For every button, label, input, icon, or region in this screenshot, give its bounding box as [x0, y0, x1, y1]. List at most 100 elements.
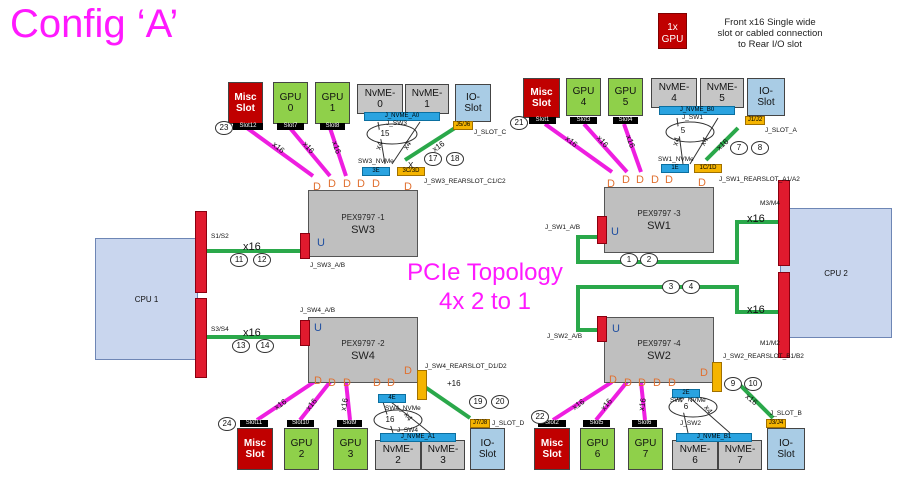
sw4-d-port: D	[343, 377, 351, 389]
label-j-slot-c: J_SLOT_C	[474, 129, 507, 136]
link-number: 3	[662, 280, 680, 294]
label-j-sw1-ab: J_SW1_A/B	[545, 224, 581, 231]
cpu2-box: CPU 2	[780, 208, 892, 338]
sw1-part: PEX9797 -3	[637, 209, 681, 218]
tag-1c1d: 1C/1D	[694, 164, 722, 173]
switch-sw3: PEX9797 -1 SW3	[308, 190, 418, 257]
sw1-u-port: U	[611, 226, 619, 238]
tag-j1j2: J1/J2	[745, 116, 765, 125]
sw3-d-port: D	[313, 181, 321, 193]
sw2-gpu6-link	[594, 380, 629, 422]
sw1-d-port: D	[651, 174, 659, 186]
sw2-io-link	[738, 383, 775, 420]
cpu1-box: CPU 1	[95, 238, 198, 360]
legend-description: Front x16 Single wide slot or cabled con…	[700, 17, 840, 50]
center-title-line2: 4x 2 to 1	[438, 288, 532, 315]
sw4-u-port: U	[314, 322, 322, 334]
sw4-gpu3-link	[344, 381, 352, 421]
label-s3s4: S3/S4	[211, 326, 229, 333]
label-sw1-nvme: SW1_NVMe	[658, 156, 694, 163]
legend-text-line2: slot or cabled connection	[717, 28, 823, 39]
sw2-upstream-connector	[597, 316, 607, 342]
sw2-gpu7-link	[639, 381, 647, 421]
label-sw4-nvme: SW4_NVMe	[385, 405, 421, 412]
sw4-name: SW4	[351, 350, 375, 362]
link-label-x16: x16	[747, 304, 765, 316]
link-number: 20	[491, 395, 509, 409]
sw3-d-port: D	[357, 178, 365, 190]
io-slot-a: IO- Slot	[747, 78, 785, 116]
sw1-name: SW1	[647, 220, 671, 232]
link-number: 5	[675, 125, 691, 137]
sw3-d-port: D	[372, 178, 380, 190]
tag-j-nvme-b0: J_NVME_B0	[659, 106, 735, 115]
link-label-x16: x16	[747, 213, 765, 225]
sw3-d-port: D	[404, 181, 412, 193]
switch-sw1: PEX9797 -3 SW1	[604, 187, 714, 253]
label-sw4-rearslot: J_SW4_REARSLOT_D1/D2	[425, 363, 507, 370]
tag-2e: 2E	[672, 389, 700, 398]
link-number: 18	[446, 152, 464, 166]
tag-j7j8: J7/J8	[470, 419, 490, 428]
nvme3-slot: NvME- 3	[421, 440, 465, 470]
label-j-sw4: J_SW4	[397, 427, 418, 434]
link-number: 16	[382, 414, 398, 426]
sw2-cpu2-link	[576, 285, 778, 332]
sw1-gpu4-link	[582, 122, 629, 174]
sw2-name: SW2	[647, 350, 671, 362]
gpu2-slot: GPU 2	[284, 428, 319, 470]
link-label-plus16: +16	[447, 379, 461, 388]
legend-box-line1: 1x	[667, 22, 678, 33]
link-number: 22	[531, 410, 549, 424]
sw4-upstream-connector	[300, 320, 310, 346]
center-title-line1: PCIe Topology	[407, 259, 563, 286]
tag-j-nvme-a1: J_NVME_A1	[380, 433, 456, 442]
tag-1e: 1E	[661, 164, 689, 173]
sw4-d-port: D	[373, 377, 381, 389]
sw2-part: PEX9797 -4	[637, 339, 681, 348]
sw1-gpu5-link	[622, 123, 643, 173]
label-j-slot-d: J_SLOT_D	[492, 420, 525, 427]
misc-slot-top-left: Misc Slot	[228, 82, 263, 124]
label-j-sw1: J_SW1	[682, 114, 703, 121]
sw1-nvme-group	[665, 121, 715, 143]
label-sw3-rearslot: J_SW3_REARSLOT_C1/C2	[424, 178, 506, 185]
tag-slot2: Slot2	[538, 420, 566, 427]
gpu3-slot: GPU 3	[333, 428, 368, 470]
label-j-sw3: J_SW3	[386, 120, 407, 127]
sw3-u-port: U	[317, 237, 325, 249]
link-number: 6	[678, 401, 694, 413]
sw1-nvme5-link	[689, 117, 719, 165]
link-number: 17	[424, 152, 442, 166]
sw3-upstream-connector	[300, 233, 310, 259]
sw1-io-link	[704, 126, 740, 162]
tag-j5j6: J5/J6	[453, 121, 473, 130]
gpu1-slot: GPU 1	[315, 82, 350, 124]
link-number: 11	[230, 253, 248, 267]
sw1-d-port: D	[698, 177, 706, 189]
misc-slot-bottom-right: Misc Slot	[534, 428, 570, 470]
tag-slot3: Slot3	[570, 117, 597, 124]
label-s1s2: S1/S2	[211, 233, 229, 240]
label-sw1-rearslot: J_SW1_REARSLOT_A1/A2	[719, 176, 800, 183]
switch-sw2: PEX9797 -4 SW2	[604, 317, 714, 383]
legend-text-line1: Front x16 Single wide	[724, 17, 816, 28]
nvme1-slot: NvME- 1	[405, 84, 449, 114]
sw1-d-port: D	[665, 174, 673, 186]
sw2-d-port: D	[668, 377, 676, 389]
label-m1m2: M1/M2	[760, 340, 780, 347]
sw4-gpu2-link	[298, 380, 332, 422]
misc-slot-top-right: Misc Slot	[523, 78, 560, 118]
link-label-x16: x16	[243, 327, 261, 339]
sw4-part: PEX9797 -2	[341, 339, 385, 348]
link-number: 2	[640, 253, 658, 267]
sw3-name: SW3	[351, 223, 375, 236]
sw4-nvme3-link	[390, 401, 431, 434]
sw2-u-port: U	[612, 323, 620, 335]
gpu5-slot: GPU 5	[608, 78, 643, 116]
label-j-sw3-ab: J_SW3_A/B	[310, 262, 346, 269]
io-slot-c: IO- Slot	[455, 84, 491, 122]
tag-j-nvme-a0: J_NVME_A0	[364, 112, 440, 121]
